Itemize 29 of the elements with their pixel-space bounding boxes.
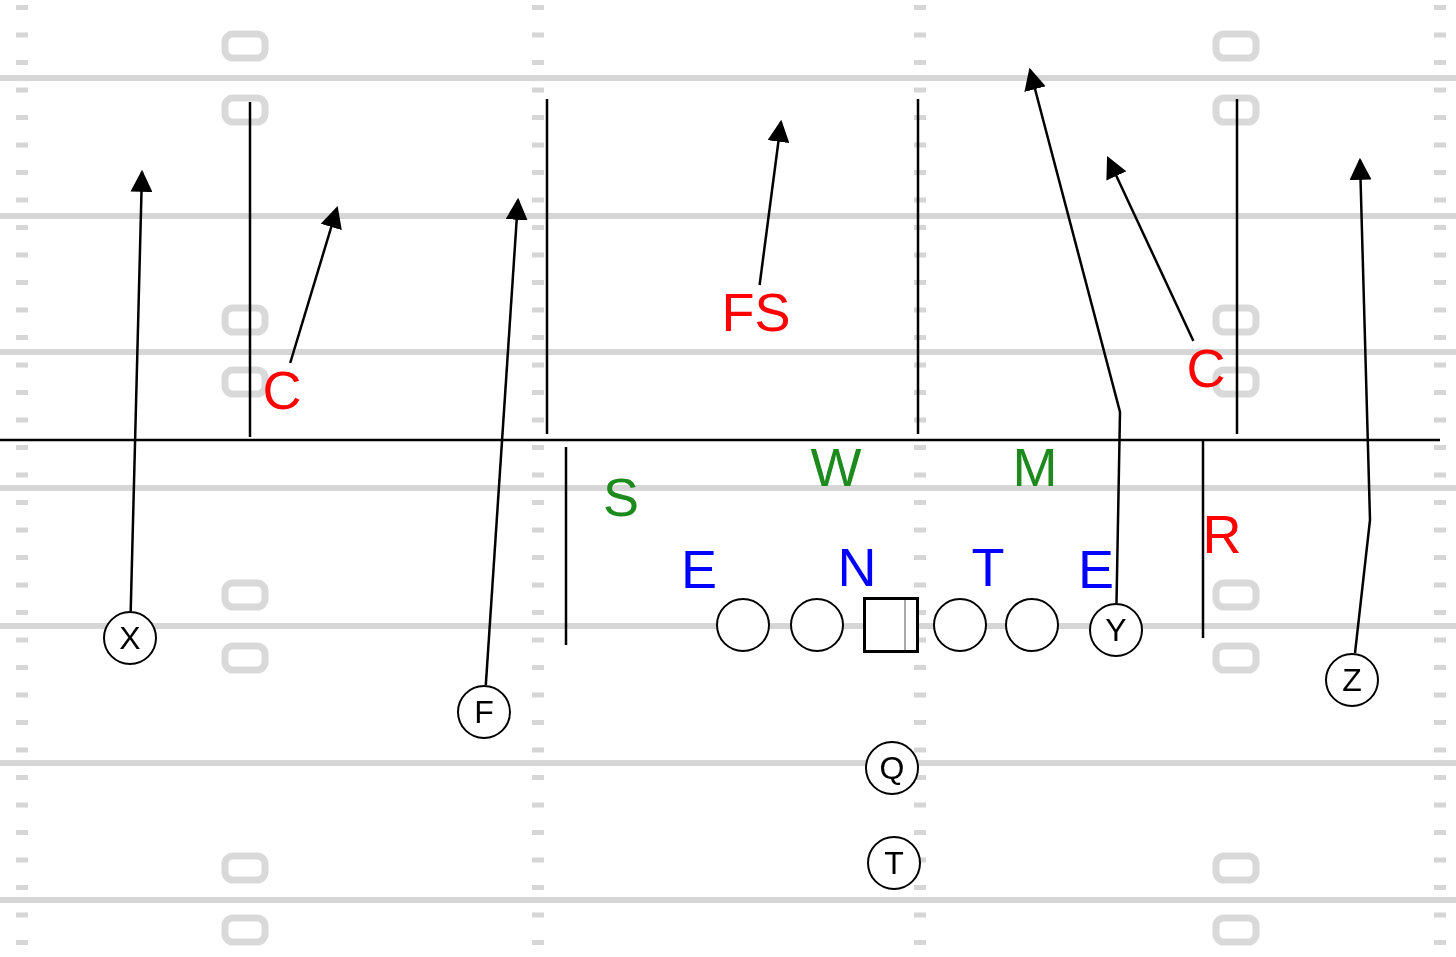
defender-label: FS (721, 285, 791, 339)
lineman-circle (716, 598, 770, 652)
defender-label: C (1186, 341, 1226, 395)
route-arrow (758, 119, 790, 286)
defender-label: R (1202, 507, 1242, 561)
defender-label: E (681, 542, 717, 596)
defender-label: C (262, 363, 302, 417)
center-square (863, 597, 919, 653)
defender-label: N (837, 540, 877, 594)
player-circle: X (103, 611, 157, 665)
player-circle: Z (1325, 653, 1379, 707)
route-arrow (1349, 157, 1372, 654)
player-circle: F (457, 685, 511, 739)
lineman-circle (790, 598, 844, 652)
player-circle: Q (865, 741, 919, 795)
defender-label: E (1078, 542, 1114, 596)
lineman-circle (933, 598, 987, 652)
lineman-circle (1005, 598, 1059, 652)
route-arrow (129, 169, 153, 612)
defender-label: W (810, 440, 862, 494)
route-arrow (1106, 156, 1195, 342)
route-arrow (1024, 67, 1122, 604)
route-arrow (289, 205, 342, 364)
defender-label: T (971, 540, 1005, 594)
defender-label: S (603, 470, 639, 524)
route-arrow (484, 197, 528, 686)
defender-label: M (1012, 440, 1058, 494)
player-circle: Y (1089, 603, 1143, 657)
player-circle: T (867, 836, 921, 890)
